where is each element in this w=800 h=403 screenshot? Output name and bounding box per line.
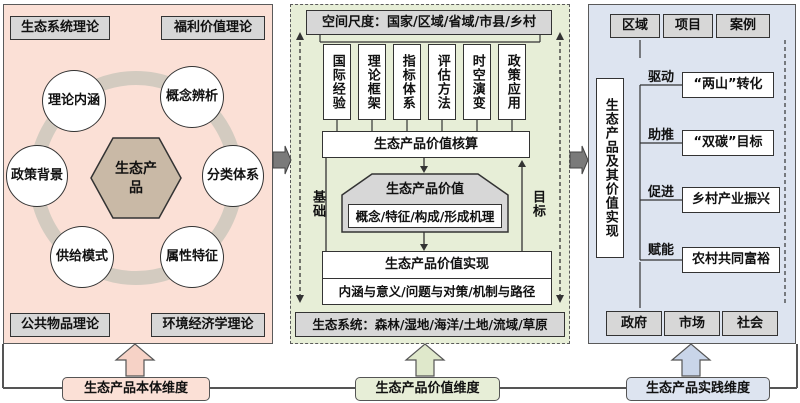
goal-label: 目标	[530, 190, 545, 218]
tab-government: 政府	[606, 311, 662, 336]
circle-classification-system: 分类体系	[202, 145, 264, 207]
tab-region: 区域	[610, 14, 660, 38]
action-verb-promote: 促进	[648, 185, 675, 200]
vbox-policy-application: 政策应用	[498, 44, 526, 120]
ecosystem-theory-box: 生态系统理论	[10, 16, 110, 40]
tab-case: 案例	[716, 14, 770, 38]
action-verb-empower: 赋能	[648, 243, 675, 258]
circle-policy-background: 政策背景	[6, 145, 68, 207]
target-rural-industry: 乡村产业振兴	[682, 187, 780, 213]
ecosystems-bar: 生态系统：森林/湿地/海洋/土地/流域/草原	[295, 312, 565, 337]
realization-sub: 内涵与意义/问题与对策/机制与路径	[338, 284, 536, 299]
public-goods-theory-box: 公共物品理论	[10, 313, 110, 337]
circle-attribute-features: 属性特征	[160, 226, 224, 288]
realization-title: 生态产品价值实现	[323, 252, 551, 279]
welfare-value-theory-box: 福利价值理论	[161, 16, 265, 40]
value-title: 生态产品价值	[385, 182, 464, 197]
target-common-prosperity: 农村共同富裕	[682, 247, 780, 273]
dimension-value: 生态产品价值维度	[355, 377, 500, 401]
vbox-evaluation-method: 评估方法	[428, 44, 456, 120]
action-verb-boost: 助推	[648, 128, 675, 143]
dimension-ontology: 生态产品本体维度	[62, 377, 210, 401]
basis-label: 基础	[310, 190, 325, 218]
value-sub-box: 概念/特征/构成/形成机理	[348, 204, 502, 228]
target-dual-carbon: “双碳”目标	[682, 130, 774, 156]
value-realization-box: 生态产品价值实现 内涵与意义/问题与对策/机制与路径	[322, 251, 552, 305]
vbox-international-experience: 国际经验	[323, 44, 351, 120]
action-verb-drive: 驱动	[648, 70, 675, 85]
tab-market: 市场	[664, 311, 720, 336]
vbox-indicator-system: 指标体系	[393, 44, 421, 120]
spatial-scale-bar: 空间尺度：国家/区域/省域/市县/乡村	[306, 10, 552, 35]
tab-project: 项目	[663, 14, 713, 38]
value-accounting-box: 生态产品价值核算	[322, 131, 530, 158]
target-two-mountains: “两山”转化	[682, 72, 774, 98]
circle-supply-mode: 供给模式	[50, 226, 114, 288]
eco-product-hexagon-label: 生态产品	[115, 161, 157, 196]
circle-concept-analysis: 概念辨析	[160, 66, 224, 128]
dimension-practice: 生态产品实践维度	[626, 377, 770, 401]
vbox-spatiotemporal-evolution: 时空演变	[463, 44, 491, 120]
circle-theory-connotation: 理论内涵	[42, 70, 106, 132]
vbox-theoretical-framework: 理论框架	[358, 44, 386, 120]
practice-center-box: 生态产品及其价值实现	[596, 78, 624, 258]
environmental-economics-theory-box: 环境经济学理论	[151, 313, 265, 337]
tab-society: 社会	[722, 311, 778, 336]
